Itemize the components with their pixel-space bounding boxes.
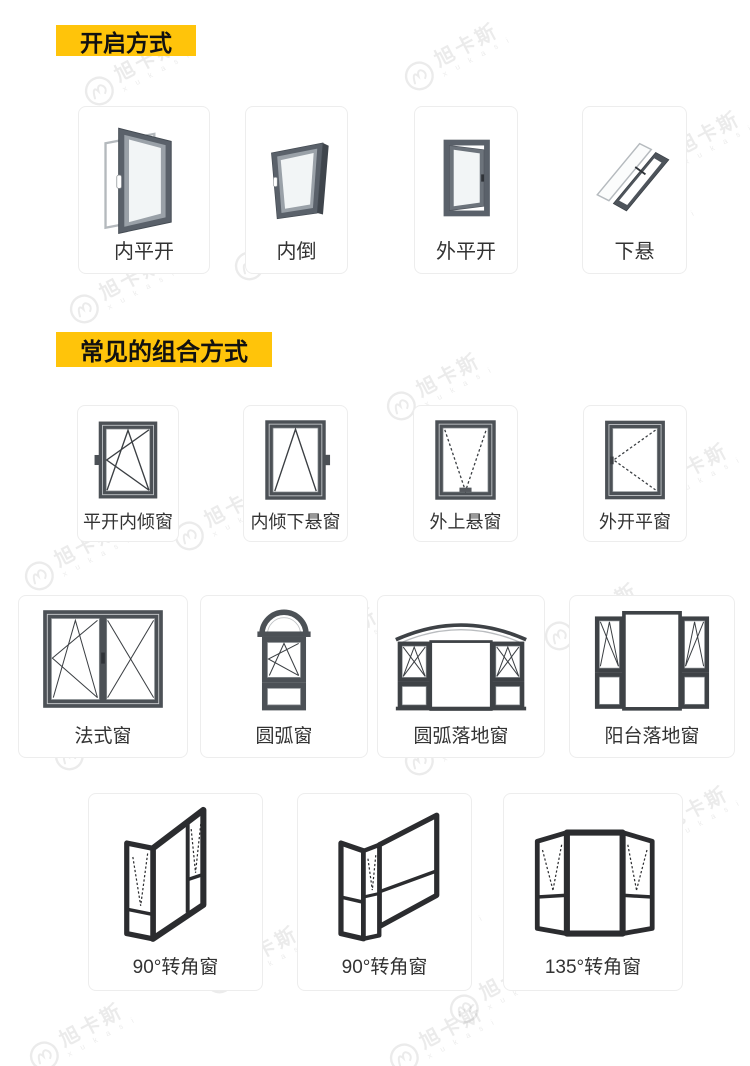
brand-logo-icon bbox=[449, 994, 479, 1024]
brand-watermark-text: 旭卡斯 x u k a s i bbox=[416, 998, 499, 1061]
card-label: 圆弧窗 bbox=[255, 726, 313, 747]
brand-logo-icon bbox=[29, 1041, 59, 1066]
card-top-hung-window: 外上悬窗 bbox=[413, 405, 518, 542]
section-title-opening-methods: 开启方式 bbox=[56, 25, 196, 56]
brand-logo-icon bbox=[69, 294, 99, 324]
card-balcony-floor-window: 阳台落地窗 bbox=[569, 595, 735, 758]
card-label: 内倒 bbox=[276, 241, 317, 263]
brand-name: 旭卡斯 bbox=[415, 1001, 488, 1054]
brand-name: 旭卡斯 bbox=[430, 19, 503, 72]
card-label: 90°转角窗 bbox=[132, 957, 219, 978]
corner-90-window-alt-icon bbox=[338, 812, 440, 942]
card-label: 内倾下悬窗 bbox=[250, 512, 341, 532]
brand-logo-icon bbox=[24, 561, 54, 591]
tilt-turn-window-icon bbox=[94, 421, 158, 499]
arched-floor-window-icon bbox=[395, 623, 527, 711]
brand-pinyin: x u k a s i bbox=[422, 363, 496, 409]
outward-casement-window-symbol-icon bbox=[605, 420, 665, 500]
card-label: 135°转角窗 bbox=[544, 957, 642, 978]
card-label: 圆弧落地窗 bbox=[413, 726, 509, 747]
french-window-icon bbox=[43, 610, 163, 708]
card-outward-casement-window: 外开平窗 bbox=[583, 405, 687, 542]
brand-name: 旭卡斯 bbox=[55, 999, 128, 1052]
section-title-common-combinations: 常见的组合方式 bbox=[56, 332, 272, 367]
brand-logo-icon bbox=[389, 1043, 419, 1066]
top-hung-window-icon bbox=[435, 420, 496, 500]
card-corner-90-window-a: 90°转角窗 bbox=[88, 793, 263, 991]
brand-pinyin: x u k a s i bbox=[65, 1013, 139, 1059]
card-french-window: 法式窗 bbox=[18, 595, 188, 758]
card-label: 外开平窗 bbox=[599, 512, 671, 532]
card-tilt-bottom-hung-window: 内倾下悬窗 bbox=[243, 405, 348, 542]
card-inward-casement: 内平开 bbox=[78, 106, 210, 274]
card-label: 外上悬窗 bbox=[429, 512, 502, 532]
brand-pinyin: x u k a s i bbox=[682, 121, 750, 167]
card-label: 法式窗 bbox=[74, 726, 132, 747]
brand-watermark-text: 旭卡斯 x u k a s i bbox=[431, 16, 514, 79]
brand-watermark: 旭卡斯 x u k a s i bbox=[397, 15, 515, 99]
brand-name: 旭卡斯 bbox=[412, 349, 485, 402]
card-label: 阳台落地窗 bbox=[604, 726, 700, 747]
brand-pinyin: x u k a s i bbox=[440, 33, 514, 79]
brand-pinyin: x u k a s i bbox=[425, 1015, 499, 1061]
card-arched-window: 圆弧窗 bbox=[200, 595, 368, 758]
balcony-floor-window-icon bbox=[594, 610, 710, 711]
card-corner-90-window-b: 90°转角窗 bbox=[297, 793, 472, 991]
card-corner-135-window: 135°转角窗 bbox=[503, 793, 683, 991]
arched-window-icon bbox=[257, 609, 311, 711]
tilt-bottom-hung-window-icon bbox=[265, 420, 331, 500]
brand-watermark: 旭卡斯 x u k a s i bbox=[382, 997, 500, 1066]
corner-135-window-icon bbox=[534, 829, 655, 937]
brand-logo-icon bbox=[404, 61, 434, 91]
inward-casement-window-icon bbox=[104, 127, 172, 234]
brand-watermark-text: 旭卡斯 x u k a s i bbox=[56, 996, 139, 1059]
brand-watermark-text: 旭卡斯 x u k a s i bbox=[413, 346, 496, 409]
card-arched-floor-window: 圆弧落地窗 bbox=[377, 595, 545, 758]
card-label: 外平开 bbox=[436, 241, 496, 263]
card-tilt-turn-window: 平开内倾窗 bbox=[77, 405, 179, 542]
inward-tilt-window-icon bbox=[271, 142, 329, 220]
brand-watermark: 旭卡斯 x u k a s i bbox=[22, 995, 140, 1066]
outward-casement-window-icon bbox=[443, 139, 490, 217]
card-bottom-hung: 下悬 bbox=[582, 106, 687, 274]
card-label: 平开内倾窗 bbox=[83, 512, 173, 532]
card-label: 内平开 bbox=[114, 241, 174, 263]
corner-90-window-icon bbox=[124, 806, 207, 942]
bottom-hung-window-icon bbox=[596, 142, 670, 212]
card-label: 90°转角窗 bbox=[341, 957, 428, 978]
card-outward-casement: 外平开 bbox=[414, 106, 518, 274]
card-label: 下悬 bbox=[614, 241, 655, 263]
card-inward-tilt: 内倒 bbox=[245, 106, 348, 274]
